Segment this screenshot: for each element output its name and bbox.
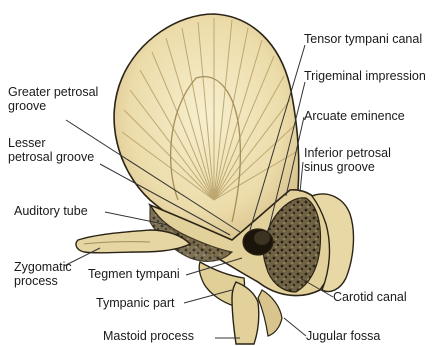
label-arcuate-eminence: Arcuate eminence	[304, 109, 405, 123]
label-zygomatic-process: Zygomatic process	[14, 260, 72, 288]
label-inferior-petrosal-sinus-groove: Inferior petrosal sinus groove	[304, 146, 391, 174]
label-tympanic-part: Tympanic part	[96, 296, 175, 310]
label-jugular-fossa: Jugular fossa	[306, 329, 380, 343]
label-lesser-petrosal-groove: Lesser petrosal groove	[8, 136, 94, 164]
label-greater-petrosal-groove: Greater petrosal groove	[8, 85, 98, 113]
label-trigeminal-impression: Trigeminal impression	[304, 69, 426, 83]
mastoid-process	[232, 282, 259, 344]
acoustic-meatus-rim	[254, 231, 270, 245]
label-tegmen-tympani: Tegmen tympani	[88, 267, 180, 281]
label-tensor-tympani-canal: Tensor tympani canal	[304, 32, 422, 46]
leader-jugular	[284, 318, 306, 336]
label-mastoid-process: Mastoid process	[103, 329, 194, 343]
jugular-spine	[258, 290, 282, 336]
label-carotid-canal: Carotid canal	[333, 290, 407, 304]
leader-inferior-petrosal	[300, 162, 303, 192]
label-auditory-tube: Auditory tube	[14, 204, 88, 218]
